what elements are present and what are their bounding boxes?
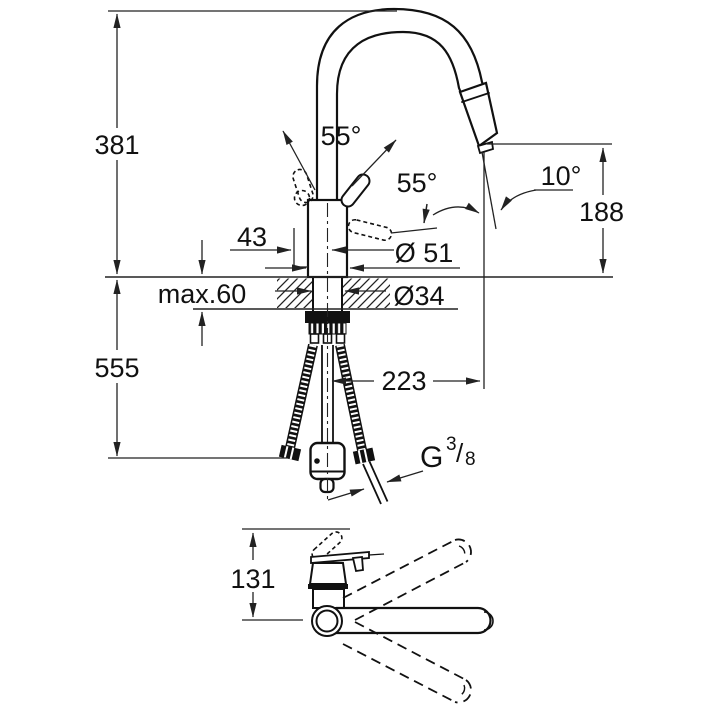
side-lever-edge-line	[368, 553, 385, 556]
counter-hatch-right	[343, 278, 390, 308]
handle-swivel-angle-label: 55°	[321, 121, 362, 151]
swivel-base-inner	[315, 609, 339, 633]
faucet-top-swivel-view: 131	[230, 528, 494, 704]
supply-hose-left	[278, 343, 318, 462]
svg-text:G: G	[420, 441, 443, 474]
spray-head	[458, 81, 499, 148]
lever-extension-line	[390, 227, 438, 234]
lever-height-label: 131	[230, 564, 275, 594]
svg-text:/: /	[456, 438, 464, 468]
spray-tilt-angle-label: 10°	[541, 161, 582, 191]
countertop-section	[105, 276, 613, 310]
lever-dashed-knuckle	[293, 189, 311, 207]
side-body-top	[308, 562, 348, 585]
lever-dashed-extended	[347, 218, 393, 242]
spray-outlet	[476, 140, 494, 155]
lever-solid-mid	[340, 173, 371, 208]
spray-tilt-line	[481, 151, 497, 230]
handle-offset-label: 43	[237, 222, 267, 252]
spout-height-label: 381	[94, 130, 139, 160]
side-spout-swivel-down	[342, 621, 472, 704]
outlet-height-label: 188	[579, 197, 624, 227]
weight-screw	[314, 458, 320, 464]
mounting-hardware	[278, 311, 389, 505]
under-counter-length-label: 555	[94, 353, 139, 383]
supply-hose-right	[335, 343, 389, 505]
spray-head-angle-label: 55°	[397, 168, 438, 198]
hose-thread-end	[362, 461, 389, 505]
side-spout-swivel-up	[342, 538, 472, 621]
side-lever-blade	[310, 551, 370, 564]
spout-inner-curve	[335, 30, 463, 202]
svg-text:3: 3	[446, 434, 457, 455]
spout-outer-curve	[315, 7, 487, 202]
dimension-labels: 381 555 max.60 43 Ø 51 Ø34 55° 55° 10° 1…	[94, 121, 624, 474]
body-diameter-label: Ø 51	[395, 238, 454, 268]
counter-hatch-left	[277, 278, 312, 308]
side-spout-solid	[336, 606, 494, 635]
svg-text:8: 8	[465, 449, 476, 470]
side-body-ring	[308, 584, 348, 589]
thread-size-label: G 3 / 8	[420, 434, 476, 474]
spray-head-joint-line	[461, 92, 490, 103]
pullout-hose	[321, 345, 334, 443]
mounting-shank	[312, 276, 343, 312]
dimension-annotations	[108, 10, 612, 501]
deck-thickness-label: max.60	[158, 279, 247, 309]
side-lever-tab	[351, 556, 364, 573]
spout-reach-label: 223	[381, 366, 426, 396]
hole-diameter-label: Ø34	[393, 281, 444, 311]
handle-lever-positions	[292, 168, 438, 242]
